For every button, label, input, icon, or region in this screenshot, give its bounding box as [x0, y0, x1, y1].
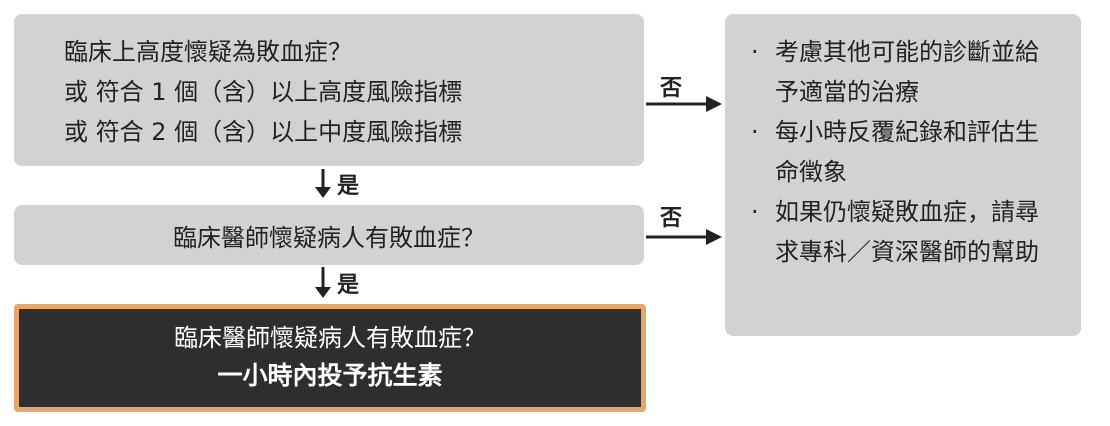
- bullet-icon: ·: [751, 38, 759, 66]
- yes-arrow-2: 是: [313, 267, 359, 299]
- yes-label-1: 是: [337, 174, 360, 199]
- alternative-item-3: · 如果仍懷疑敗血症，請尋求專科／資深醫師的幫助: [751, 192, 1081, 272]
- action-line-2: 一小時內投予抗生素: [217, 361, 443, 390]
- alternative-text-2: 每小時反覆紀錄和評估生命徵象: [775, 118, 1039, 186]
- alternative-item-2: · 每小時反覆紀錄和評估生命徵象: [751, 112, 1081, 192]
- yes-label-2: 是: [337, 273, 360, 298]
- yes-arrow-1: 是: [313, 168, 359, 200]
- question-line-1: 臨床上高度懷疑為敗血症？: [64, 38, 352, 66]
- alternative-actions-box: · 考慮其他可能的診斷並給予適當的治療 · 每小時反覆紀錄和評估生命徵象 · 如…: [725, 14, 1081, 336]
- alternative-item-1: · 考慮其他可能的診斷並給予適當的治療: [751, 32, 1081, 112]
- no-arrow-2: 否: [646, 200, 724, 250]
- down-arrow-icon: [315, 169, 331, 198]
- question-box-high-suspicion: 臨床上高度懷疑為敗血症？ 或 符合 1 個（含）以上高度風險指標 或 符合 2 …: [14, 14, 644, 166]
- no-label-2: 否: [660, 206, 683, 231]
- no-arrow-1: 否: [646, 70, 724, 116]
- question-line-2: 或 符合 1 個（含）以上高度風險指標: [64, 78, 463, 106]
- alternative-text-3: 如果仍懷疑敗血症，請尋求專科／資深醫師的幫助: [775, 198, 1039, 266]
- question-box-clinician-suspects: 臨床醫師懷疑病人有敗血症？: [14, 205, 644, 265]
- action-line-1: 臨床醫師懷疑病人有敗血症？: [174, 324, 486, 352]
- question-text-2: 臨床醫師懷疑病人有敗血症？: [173, 223, 485, 252]
- question-line-3: 或 符合 2 個（含）以上中度風險指標: [64, 118, 463, 146]
- right-arrow-icon: [646, 229, 722, 245]
- bullet-icon: ·: [751, 198, 759, 226]
- alternative-text-1: 考慮其他可能的診斷並給予適當的治療: [775, 38, 1039, 106]
- no-label-1: 否: [660, 76, 683, 101]
- right-arrow-icon: [646, 96, 722, 112]
- bullet-icon: ·: [751, 118, 759, 146]
- action-box-antibiotics: 臨床醫師懷疑病人有敗血症？ 一小時內投予抗生素: [14, 304, 646, 412]
- down-arrow-icon: [315, 267, 331, 298]
